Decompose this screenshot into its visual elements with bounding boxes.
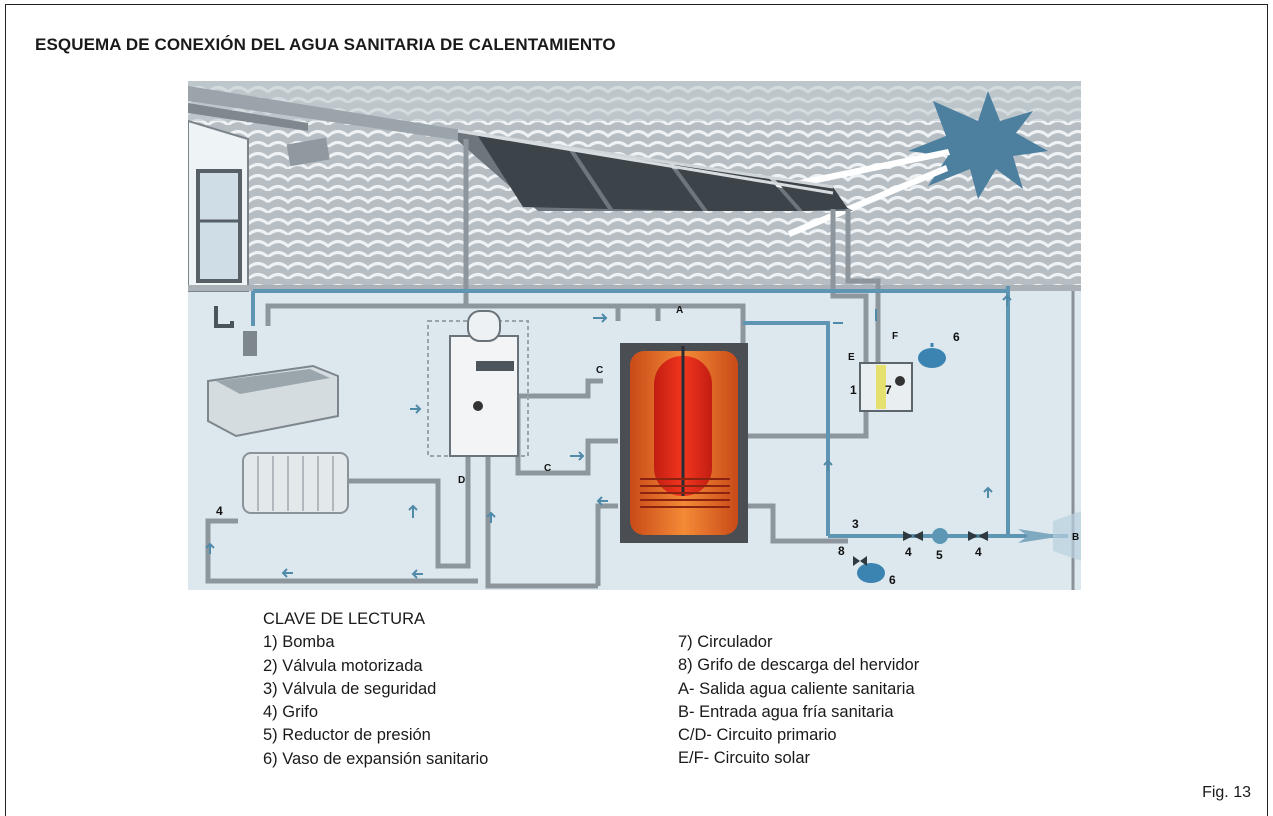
solar-station bbox=[859, 362, 913, 412]
label-b: B bbox=[1072, 532, 1079, 543]
installation-diagram: A B C C D E F 1 7 6 6 3 4 5 4 8 4 bbox=[188, 81, 1081, 590]
label-6: 6 bbox=[889, 573, 896, 587]
label-e: E bbox=[848, 352, 855, 363]
legend-item: E/F- Circuito solar bbox=[678, 749, 811, 768]
label-1: 1 bbox=[850, 383, 857, 397]
legend-item: 2) Válvula motorizada bbox=[263, 656, 423, 675]
legend-item: C/D- Circuito primario bbox=[678, 726, 837, 745]
label-f: F bbox=[892, 331, 898, 342]
legend-left: CLAVE DE LECTURA 1) Bomba 2) Válvula mot… bbox=[263, 608, 488, 771]
expansion-vessel-icon bbox=[918, 348, 946, 368]
solar-panels bbox=[457, 129, 853, 211]
expansion-vessel-icon bbox=[857, 563, 885, 583]
window-icon bbox=[196, 169, 242, 283]
legend-item: 4) Grifo bbox=[263, 703, 319, 722]
label-a: A bbox=[676, 305, 683, 316]
boiler bbox=[427, 310, 529, 457]
label-8: 8 bbox=[838, 544, 845, 558]
label-d: D bbox=[458, 475, 465, 486]
label-c: C bbox=[544, 463, 551, 474]
label-7: 7 bbox=[885, 383, 892, 397]
legend-item: B- Entrada agua fría sanitaria bbox=[678, 702, 894, 721]
legend-right: 7) Circulador 8) Grifo de descarga del h… bbox=[678, 631, 919, 771]
figure-label: Fig. 13 bbox=[1202, 784, 1251, 801]
legend-item: 1) Bomba bbox=[263, 633, 335, 652]
bathtub bbox=[207, 306, 339, 438]
flow-arrows bbox=[205, 294, 1012, 579]
label-4: 4 bbox=[975, 545, 982, 559]
legend-item: 8) Grifo de descarga del hervidor bbox=[678, 656, 920, 675]
legend-heading: CLAVE DE LECTURA bbox=[263, 610, 425, 628]
storage-tank bbox=[620, 343, 748, 543]
legend-item: 5) Reductor de presión bbox=[263, 726, 431, 745]
label-c: C bbox=[596, 365, 603, 376]
label-4: 4 bbox=[905, 545, 912, 559]
label-3: 3 bbox=[852, 517, 859, 531]
label-4: 4 bbox=[216, 504, 223, 518]
label-6: 6 bbox=[953, 330, 960, 344]
page-title: ESQUEMA DE CONEXIÓN DEL AGUA SANITARIA D… bbox=[35, 35, 616, 54]
page-frame bbox=[5, 4, 1268, 816]
label-5: 5 bbox=[936, 548, 943, 562]
radiator bbox=[242, 452, 349, 514]
legend-item: 6) Vaso de expansión sanitario bbox=[263, 749, 489, 768]
valves bbox=[853, 528, 988, 566]
legend-item: 3) Válvula de seguridad bbox=[263, 679, 437, 698]
cold-inlet-arrow bbox=[1018, 529, 1063, 543]
legend-item: 7) Circulador bbox=[678, 633, 773, 651]
legend-item: A- Salida agua caliente sanitaria bbox=[678, 679, 915, 698]
